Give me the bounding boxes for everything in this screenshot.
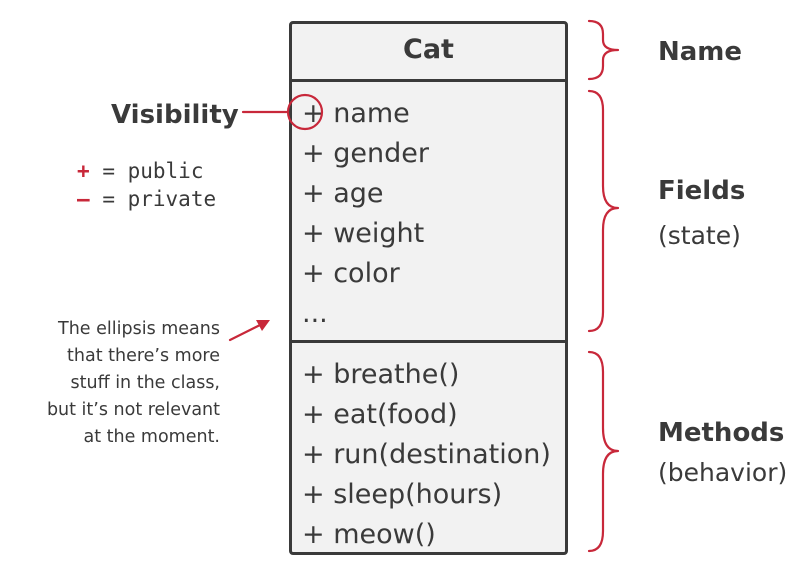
methods-section: + breathe() + eat(food) + run(destinatio… [292, 343, 565, 555]
name-label: Name [658, 37, 743, 67]
note-line: but it’s not relevant [46, 400, 220, 420]
class-box: Cat + name + gender + age + weight + col… [289, 21, 568, 555]
legend-public: + = public [77, 159, 203, 183]
method-item: + sleep(hours) [302, 479, 503, 510]
note-arrow-shaft [228, 322, 264, 342]
field-item: + color [302, 258, 400, 289]
method-list: + breathe() + eat(food) + run(destinatio… [302, 355, 551, 555]
private-text: = private [102, 187, 217, 211]
field-item: + name [302, 98, 410, 129]
fields-brace [587, 89, 620, 333]
methods-label: Methods [658, 418, 785, 448]
fields-sublabel: (state) [658, 221, 741, 250]
note-line: that there’s more [67, 346, 220, 366]
field-list: + name + gender + age + weight + color .… [302, 94, 429, 334]
legend-private: – = private [77, 187, 216, 211]
public-text: = public [102, 159, 204, 183]
field-item: + gender [302, 138, 429, 169]
methods-brace [587, 350, 620, 553]
fields-section: + name + gender + age + weight + color .… [292, 82, 565, 343]
note-arrow-head [256, 320, 270, 331]
method-item: + eat(food) [302, 399, 458, 430]
public-symbol: + [77, 159, 90, 183]
field-item: + age [302, 178, 384, 209]
field-item: + weight [302, 218, 425, 249]
visibility-label: Visibility [111, 100, 239, 130]
method-item: + run(destination) [302, 439, 551, 470]
note-line: stuff in the class, [70, 373, 221, 393]
field-ellipsis: ... [302, 298, 328, 329]
fields-label: Fields [658, 176, 746, 206]
method-item: + breathe() [302, 359, 460, 390]
class-name-section: Cat [292, 24, 565, 82]
name-brace [587, 19, 620, 81]
class-name: Cat [403, 34, 454, 65]
private-symbol: – [77, 187, 90, 211]
methods-sublabel: (behavior) [658, 458, 788, 487]
method-item: + meow() [302, 519, 436, 550]
note-line: at the moment. [83, 427, 220, 447]
note-line: The ellipsis means [58, 319, 220, 339]
ellipsis-note: The ellipsis means that there’s more stu… [10, 316, 220, 451]
